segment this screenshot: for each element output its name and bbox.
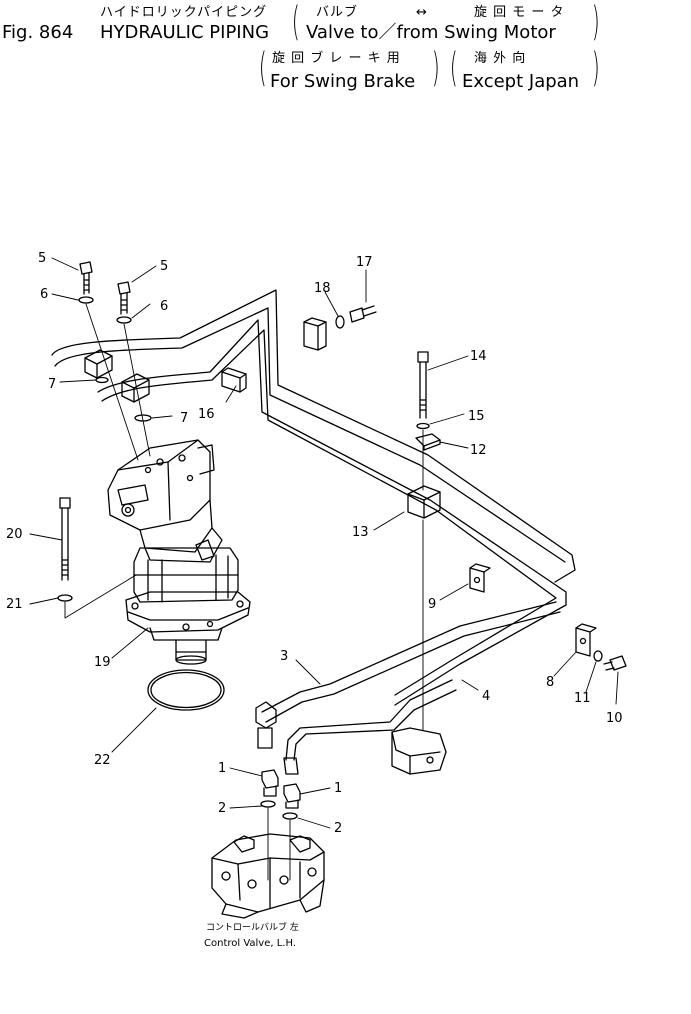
bolt-20 — [59, 497, 71, 581]
subtitle3-jp: 海 外 向 — [474, 51, 527, 66]
o-ring-7a — [95, 376, 109, 384]
washer-11 — [593, 650, 603, 662]
bolt-14 — [417, 351, 429, 419]
bracket-9 — [469, 563, 491, 593]
pipe-coupler-left — [84, 349, 113, 379]
bolt-5b — [117, 281, 131, 315]
callout-19: 19 — [94, 655, 111, 670]
subtitle3-en: Except Japan — [462, 71, 580, 92]
washer-15 — [416, 422, 430, 430]
subtitle1-en: Valve to／from Swing Motor — [306, 22, 556, 43]
o-ring-2a — [260, 800, 276, 808]
callout-5a: 5 — [38, 251, 46, 266]
callout-leaders — [29, 257, 619, 829]
callout-17: 17 — [356, 255, 373, 270]
washer-21 — [57, 594, 73, 602]
clamp-12 — [415, 433, 441, 451]
subtitle1-jp-b: 旋 回 モ ー タ — [474, 5, 565, 20]
callout-3: 3 — [280, 649, 288, 664]
close-paren: ) — [591, 0, 600, 45]
callout-6b: 6 — [160, 299, 168, 314]
washer-18 — [335, 315, 345, 329]
swing-motor — [107, 439, 251, 665]
callout-4: 4 — [482, 689, 490, 704]
callout-1a: 1 — [218, 761, 226, 776]
callout-13: 13 — [352, 525, 369, 540]
bolt-10 — [603, 655, 627, 671]
callout-12: 12 — [470, 443, 487, 458]
clamp-16 — [221, 367, 247, 393]
callout-18: 18 — [314, 281, 331, 296]
subtitle1-jp-arrow: ↔ — [416, 5, 428, 20]
close-paren: ) — [591, 45, 600, 91]
callout-22: 22 — [94, 753, 111, 768]
callout-8: 8 — [546, 675, 554, 690]
callout-14: 14 — [470, 349, 487, 364]
callout-2a: 2 — [218, 801, 226, 816]
o-ring-22 — [147, 669, 225, 711]
title-en: HYDRAULIC PIPING — [100, 22, 270, 43]
callout-2b: 2 — [334, 821, 342, 836]
control-valve-label-jp: コントロールバルブ 左 — [206, 921, 299, 933]
pipe-3 — [255, 601, 561, 749]
washer-6a — [78, 296, 94, 304]
subtitle1-jp-a: バルブ — [316, 5, 359, 20]
brake-pipe-upper — [51, 289, 576, 583]
control-valve-lh — [211, 833, 325, 919]
bolt-5a — [79, 261, 93, 295]
plate-8 — [575, 623, 597, 657]
pipe-4 — [283, 679, 457, 775]
fig-number: Fig. 864 — [2, 22, 74, 43]
callout-16: 16 — [198, 407, 215, 422]
callout-1b: 1 — [334, 781, 342, 796]
callout-20: 20 — [6, 527, 23, 542]
callout-10: 10 — [606, 711, 623, 726]
o-ring-2b — [282, 812, 298, 820]
bolt-17 — [349, 305, 377, 323]
subtitle2-jp: 旋 回 ブ レ ー キ 用 — [272, 51, 401, 66]
clamp-block-13 — [407, 485, 441, 519]
callout-7a: 7 — [48, 377, 56, 392]
open-paren: ( — [291, 0, 300, 45]
callout-7b: 7 — [180, 411, 188, 426]
clamp-bracket-upper — [303, 317, 327, 351]
fitting-1a — [261, 769, 279, 797]
callout-5b: 5 — [160, 259, 168, 274]
open-paren: ( — [449, 45, 458, 91]
callout-11: 11 — [574, 691, 591, 706]
callout-21: 21 — [6, 597, 23, 612]
callout-9: 9 — [428, 597, 436, 612]
fitting-1b — [283, 783, 301, 809]
washer-6b — [116, 316, 132, 324]
brake-pipe-lower — [97, 319, 567, 706]
callout-15: 15 — [468, 409, 485, 424]
control-valve-label-en: Control Valve, L.H. — [204, 938, 296, 949]
pipe-coupler-right — [121, 373, 150, 403]
brake-valve-bracket — [391, 727, 447, 775]
subtitle2-en: For Swing Brake — [270, 71, 416, 92]
open-paren: ( — [258, 45, 267, 91]
title-jp: ハイドロリックパイピング — [100, 5, 268, 20]
close-paren: ) — [431, 45, 440, 91]
callout-6a: 6 — [40, 287, 48, 302]
